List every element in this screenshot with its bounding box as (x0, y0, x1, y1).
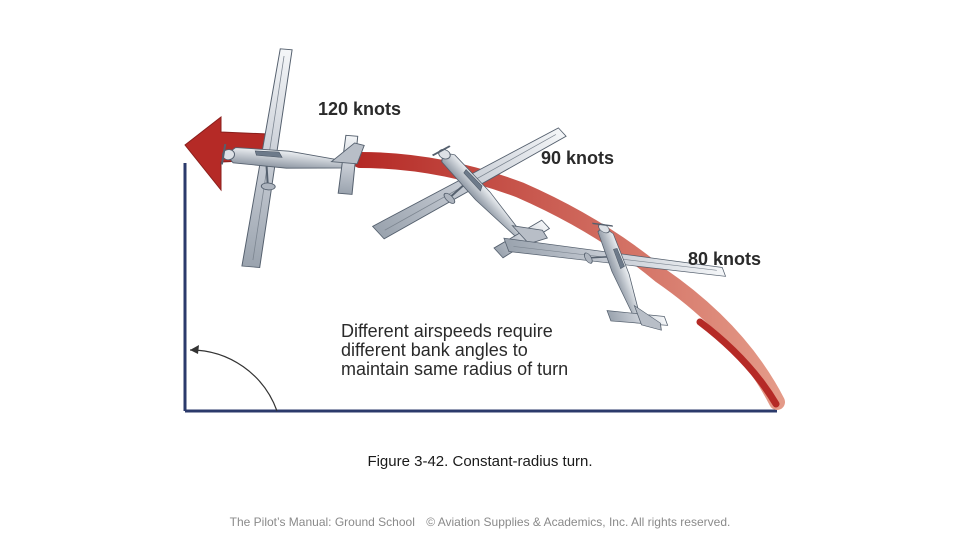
note-line: Different airspeeds require (341, 321, 553, 341)
bank-angle-note: Different airspeeds require different ba… (341, 322, 641, 379)
bank-angle-arc (189, 349, 278, 412)
note-line: maintain same radius of turn (341, 359, 569, 379)
speed-label-120: 120 knots (318, 99, 402, 119)
flight-path-tail (696, 318, 780, 408)
footer-book-title: The Pilot’s Manual: Ground School (229, 515, 415, 529)
airplane-icon (347, 99, 624, 299)
figure-number: Figure 3-42. (367, 453, 449, 470)
speed-label-90: 90 knots (541, 148, 615, 168)
page-footer: The Pilot’s Manual: Ground School © Avia… (0, 515, 960, 529)
airplane-icon (492, 209, 751, 343)
note-line: different bank angles to (341, 340, 528, 360)
figure-caption: Figure 3-42. Constant-radius turn. (0, 453, 960, 470)
speed-label-80: 80 knots (688, 249, 762, 269)
figure-title: Constant-radius turn. (452, 453, 593, 470)
turn-angle-arrow-icon (190, 345, 199, 354)
footer-copyright: © Aviation Supplies & Academics, Inc. Al… (426, 515, 731, 529)
